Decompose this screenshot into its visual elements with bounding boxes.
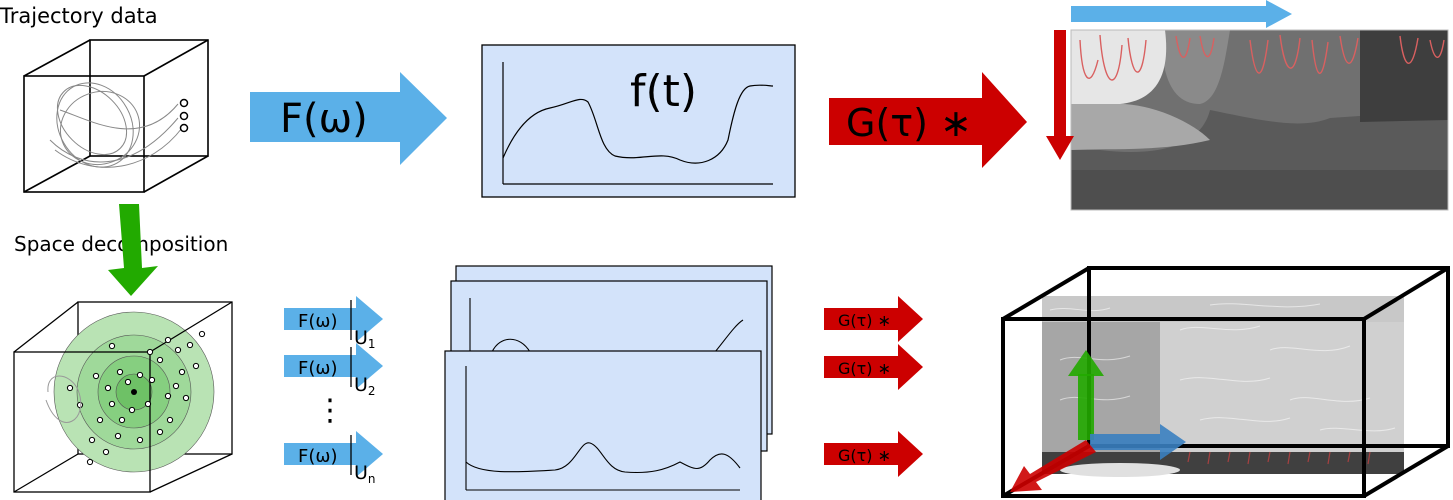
- top-right-blue-arrow: [1071, 0, 1292, 28]
- small-fw-label-1: F(ω): [298, 311, 337, 332]
- small-gt-label-n: G(τ) ∗: [838, 446, 891, 465]
- decomposition-sphere: [53, 311, 215, 473]
- ft-label: f(t): [630, 66, 697, 117]
- decomposition-points: [66, 330, 206, 466]
- space-cube-front: [13, 301, 233, 493]
- green-down-arrow: [108, 204, 158, 296]
- trajectory-curves: [49, 82, 183, 168]
- u1-label: U1: [354, 327, 376, 351]
- axis-blue-arrow: [1090, 424, 1186, 460]
- small-fw-arrow-n: [284, 431, 383, 477]
- small-gt-label-1: G(τ) ∗: [838, 311, 891, 330]
- small-fw-label-n: F(ω): [298, 446, 337, 467]
- small-fw-arrow-1: [284, 296, 383, 342]
- small-gt-arrow-1: [824, 296, 923, 342]
- big-gt-label: G(τ) ∗: [846, 101, 972, 145]
- trajectory-points: [179, 98, 189, 133]
- space-decomposition-label: Space decomposition: [14, 232, 229, 256]
- trajectory-cube: [23, 39, 209, 193]
- big-fw-arrow: [250, 72, 447, 165]
- ellipsis-dots: ⋮: [315, 393, 345, 428]
- flow-field-image: [1070, 29, 1449, 211]
- small-fw-label-2: F(ω): [298, 358, 337, 379]
- un-label: Un: [354, 462, 376, 486]
- axis-green-arrow: [1068, 350, 1104, 440]
- small-gt-label-2: G(τ) ∗: [838, 359, 891, 378]
- small-fw-arrow-2: [284, 343, 383, 389]
- ft-panel: [481, 44, 796, 198]
- decomposition-curve: [45, 375, 82, 423]
- trajectory-data-label: Trajectory data: [0, 4, 158, 28]
- big-fw-label: F(ω): [280, 96, 368, 142]
- big-gt-arrow: [829, 72, 1027, 168]
- small-gt-arrow-2: [824, 344, 923, 390]
- stacked-panel-front: [444, 350, 762, 500]
- u2-label: U2: [354, 374, 376, 398]
- axis-red-arrow: [1010, 440, 1096, 492]
- top-right-red-arrow: [1046, 30, 1074, 160]
- small-gt-arrow-n: [824, 431, 923, 477]
